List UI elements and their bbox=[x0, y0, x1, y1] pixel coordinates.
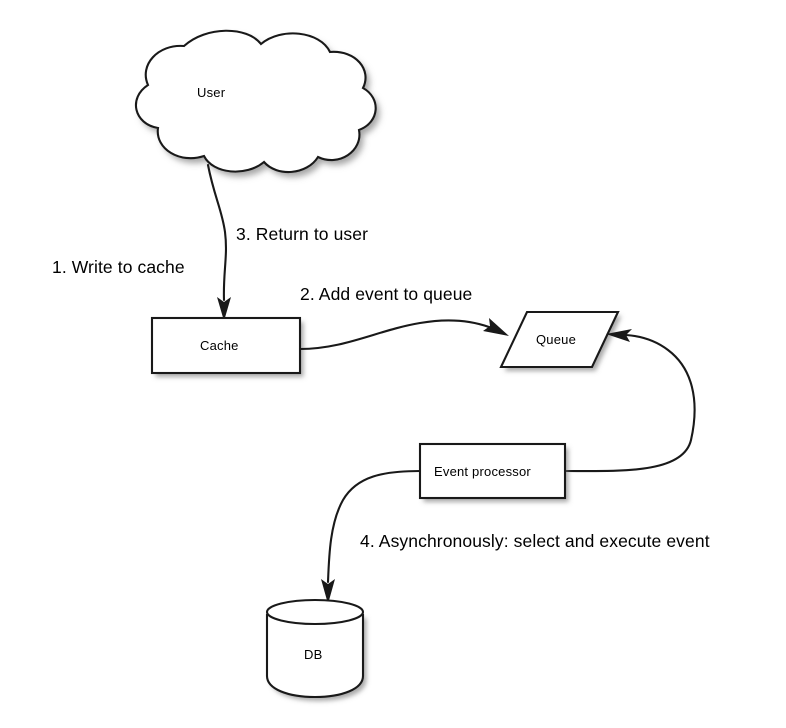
cache-shape bbox=[152, 318, 300, 373]
edge-cache-to-queue-line bbox=[298, 319, 491, 351]
cache-outline bbox=[150, 316, 302, 375]
db-body-shape bbox=[267, 614, 363, 697]
edge-cache-to-queue-arrowhead bbox=[483, 318, 509, 336]
db-top-ellipse-fill bbox=[267, 600, 363, 624]
step-label-4-asynchronously-select-and-execute-event: 4. Asynchronously: select and execute ev… bbox=[360, 531, 710, 551]
edge-event-processor-to-queue-arrowhead bbox=[606, 329, 632, 342]
edge-event-processor-to-db-line bbox=[326, 469, 422, 584]
node-cache[interactable] bbox=[150, 316, 302, 375]
cloud-outline bbox=[134, 29, 377, 174]
node-user[interactable] bbox=[134, 29, 377, 174]
step-label-3-return-to-user: 3. Return to user bbox=[236, 224, 369, 244]
node-event-processor[interactable] bbox=[418, 442, 567, 500]
step-label-1-write-to-cache: 1. Write to cache bbox=[52, 257, 185, 277]
cloud-shape bbox=[135, 30, 376, 173]
node-user-label: User bbox=[197, 85, 226, 100]
node-cache-label: Cache bbox=[200, 338, 239, 353]
node-db[interactable] bbox=[265, 598, 365, 699]
edge-event-processor-to-queue-line bbox=[563, 333, 696, 473]
db-top-ellipse bbox=[265, 598, 365, 626]
queue-outline bbox=[499, 310, 620, 369]
edge-cache-to-queue bbox=[298, 318, 509, 351]
step-label-2-add-event-to-queue: 2. Add event to queue bbox=[300, 284, 473, 304]
event-processor-shape bbox=[420, 444, 565, 498]
edge-user-to-cache-arrowhead bbox=[217, 297, 231, 321]
node-db-label: DB bbox=[304, 647, 323, 662]
edge-user-to-cache bbox=[206, 163, 231, 321]
db-body-outline bbox=[265, 614, 365, 699]
node-event-processor-label: Event processor bbox=[434, 464, 531, 479]
edge-event-processor-to-queue bbox=[563, 329, 696, 473]
edge-event-processor-to-db-arrowhead bbox=[321, 579, 335, 604]
node-queue-label: Queue bbox=[536, 332, 577, 347]
edge-event-processor-to-db bbox=[321, 469, 422, 604]
edge-user-to-cache-line bbox=[206, 163, 228, 302]
queue-shape bbox=[501, 312, 618, 367]
node-queue[interactable] bbox=[499, 310, 620, 369]
